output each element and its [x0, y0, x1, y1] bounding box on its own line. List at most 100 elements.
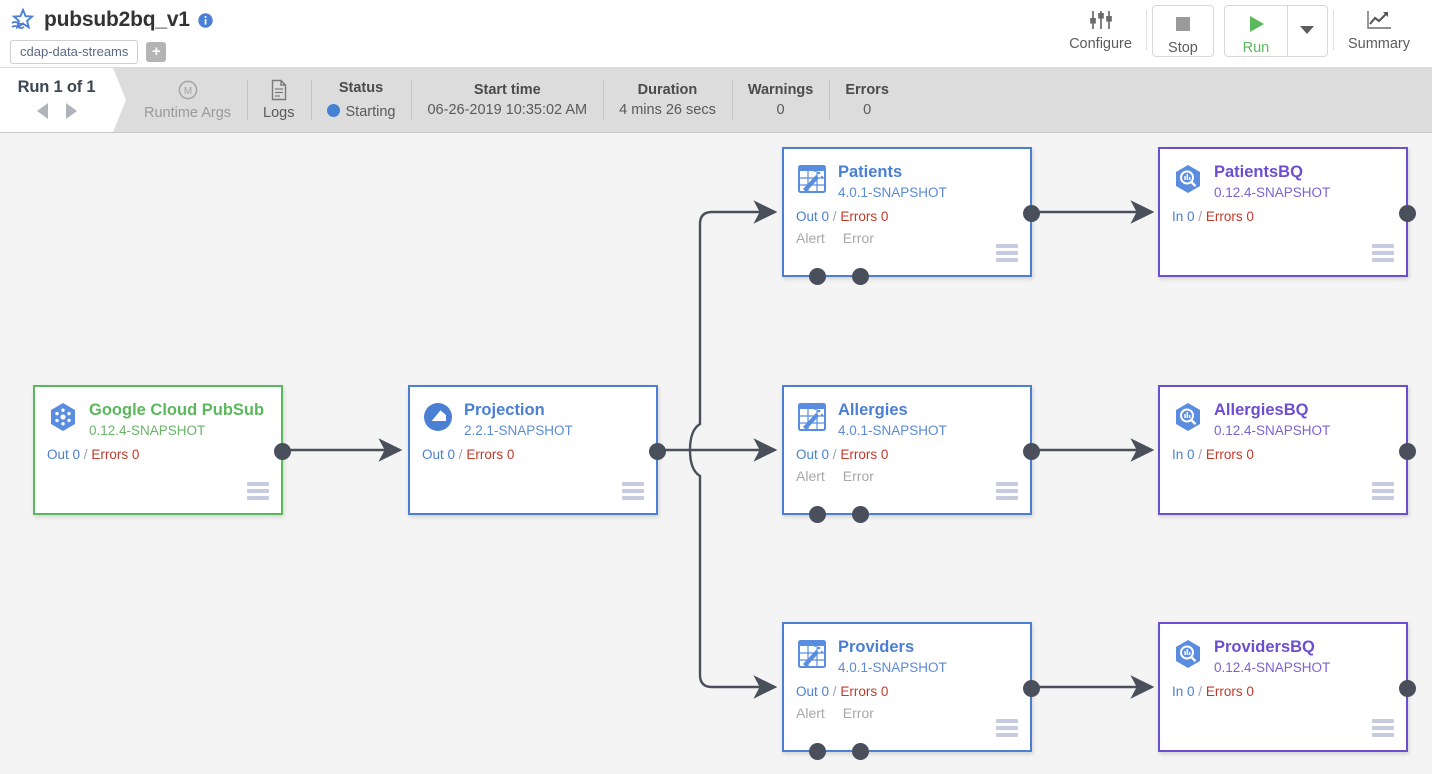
output-port[interactable]: [1023, 205, 1040, 222]
errors-title: Errors: [845, 82, 889, 98]
node-version: 0.12.4-SNAPSHOT: [1214, 423, 1331, 438]
macro-m-icon: M: [177, 79, 199, 101]
projection-icon: [422, 401, 454, 433]
stop-button[interactable]: Stop: [1151, 5, 1214, 57]
toolbar-divider-2: [1332, 10, 1334, 50]
node-port-labels: Alert Error: [784, 699, 1030, 721]
node-version: 4.0.1-SNAPSHOT: [838, 660, 947, 675]
output-port[interactable]: [1023, 680, 1040, 697]
node-menu-icon[interactable]: [247, 482, 269, 503]
node-google-cloud-pubsub[interactable]: Google Cloud PubSub 0.12.4-SNAPSHOT Out …: [33, 385, 291, 515]
run-dropdown-button[interactable]: [1286, 6, 1327, 56]
node-providers-bq[interactable]: ProvidersBQ 0.12.4-SNAPSHOT In 0 / Error…: [1158, 622, 1416, 752]
pipeline-tag[interactable]: cdap-data-streams: [10, 40, 139, 64]
configure-label: Configure: [1069, 36, 1132, 52]
node-menu-icon[interactable]: [1372, 244, 1394, 265]
alert-port[interactable]: [809, 268, 826, 285]
wrangler-icon: [796, 638, 828, 670]
node-menu-icon[interactable]: [1372, 719, 1394, 740]
node-header: PatientsBQ 0.12.4-SNAPSHOT: [1160, 149, 1406, 200]
metric-separator: /: [832, 684, 837, 699]
node-title: Providers: [838, 638, 915, 656]
node-texts: Patients 4.0.1-SNAPSHOT: [838, 163, 947, 200]
node-patients[interactable]: Patients 4.0.1-SNAPSHOT Out 0 / Errors 0…: [782, 147, 1040, 285]
output-port[interactable]: [1023, 443, 1040, 460]
node-port-labels: Alert Error: [784, 224, 1030, 246]
logs-button[interactable]: Logs: [247, 68, 310, 132]
node-menu-icon[interactable]: [996, 719, 1018, 740]
summary-label: Summary: [1347, 36, 1410, 52]
stop-square-icon: [1172, 12, 1194, 36]
metric-errors: Errors 0: [91, 447, 140, 462]
node-patients-bq[interactable]: PatientsBQ 0.12.4-SNAPSHOT In 0 / Errors…: [1158, 147, 1416, 277]
triangle-left-icon[interactable]: [36, 103, 48, 119]
node-metrics: Out 0 / Errors 0: [410, 438, 656, 462]
triangle-right-icon[interactable]: [65, 103, 77, 119]
error-port[interactable]: [852, 506, 869, 523]
metric-errors: Errors 0: [840, 209, 889, 224]
summary-button[interactable]: Summary: [1334, 2, 1424, 52]
node-texts: ProvidersBQ 0.12.4-SNAPSHOT: [1214, 638, 1330, 675]
start-time-title: Start time: [473, 82, 541, 98]
node-providers[interactable]: Providers 4.0.1-SNAPSHOT Out 0 / Errors …: [782, 622, 1040, 760]
chevron-down-icon: [1299, 22, 1315, 40]
node-title: Projection: [464, 401, 545, 419]
pipeline-title-row: pubsub2bq_v1: [10, 5, 213, 35]
duration-value: 4 mins 26 secs: [619, 102, 716, 118]
status-items: M Runtime Args Logs Status Starti: [128, 68, 905, 132]
metric-errors: Errors 0: [1205, 209, 1254, 224]
alert-port[interactable]: [809, 506, 826, 523]
metric-separator: /: [1198, 684, 1203, 699]
pipeline-canvas[interactable]: Google Cloud PubSub 0.12.4-SNAPSHOT Out …: [0, 134, 1432, 774]
run-count-label: Run 1 of 1: [17, 78, 96, 96]
runtime-args-button[interactable]: M Runtime Args: [128, 68, 247, 132]
node-title: Patients: [838, 163, 903, 181]
start-time-value: 06-26-2019 10:35:02 AM: [427, 102, 588, 118]
node-menu-icon[interactable]: [622, 482, 644, 503]
node-menu-icon[interactable]: [1372, 482, 1394, 503]
metric-separator: /: [458, 447, 463, 462]
output-port[interactable]: [1399, 205, 1416, 222]
error-port[interactable]: [852, 743, 869, 760]
run-selector-panel: Run 1 of 1: [0, 68, 126, 132]
status-title: Status: [338, 80, 384, 96]
run-label: Run: [1242, 40, 1270, 56]
node-menu-icon[interactable]: [996, 244, 1018, 265]
alert-port[interactable]: [809, 743, 826, 760]
runtime-args-label: Runtime Args: [144, 105, 232, 121]
node-port-labels: Alert Error: [784, 462, 1030, 484]
output-port[interactable]: [1399, 680, 1416, 697]
node-header: AllergiesBQ 0.12.4-SNAPSHOT: [1160, 387, 1406, 438]
node-header: Patients 4.0.1-SNAPSHOT: [784, 149, 1030, 200]
node-texts: Projection 2.2.1-SNAPSHOT: [464, 401, 573, 438]
node-header: Providers 4.0.1-SNAPSHOT: [784, 624, 1030, 675]
node-allergies-bq[interactable]: AllergiesBQ 0.12.4-SNAPSHOT In 0 / Error…: [1158, 385, 1416, 515]
alert-port-label: Alert: [796, 705, 825, 721]
node-header: ProvidersBQ 0.12.4-SNAPSHOT: [1160, 624, 1406, 675]
output-port[interactable]: [274, 443, 291, 460]
node-title: ProvidersBQ: [1214, 638, 1315, 656]
document-icon: [269, 79, 289, 101]
node-allergies[interactable]: Allergies 4.0.1-SNAPSHOT Out 0 / Errors …: [782, 385, 1040, 523]
metric-separator: /: [832, 209, 837, 224]
line-chart-icon: [1365, 8, 1393, 32]
pipeline-star-icon: [10, 7, 36, 33]
node-menu-icon[interactable]: [996, 482, 1018, 503]
add-tag-button[interactable]: +: [146, 42, 167, 62]
node-metrics: Out 0 / Errors 0: [784, 438, 1030, 462]
output-port[interactable]: [1399, 443, 1416, 460]
node-title: Google Cloud PubSub: [89, 401, 265, 419]
start-time-cell: Start time 06-26-2019 10:35:02 AM: [411, 68, 603, 132]
run-button[interactable]: Run: [1225, 6, 1287, 56]
output-port[interactable]: [649, 443, 666, 460]
info-icon[interactable]: [198, 12, 213, 28]
node-metrics: In 0 / Errors 0: [1160, 438, 1406, 462]
stop-label: Stop: [1168, 40, 1198, 56]
google-pubsub-icon: [47, 401, 79, 433]
run-button-group: Run: [1223, 5, 1328, 57]
node-projection[interactable]: Projection 2.2.1-SNAPSHOT Out 0 / Errors…: [408, 385, 666, 515]
metric-errors: Errors 0: [840, 684, 889, 699]
error-port[interactable]: [852, 268, 869, 285]
metric-separator: /: [1198, 447, 1203, 462]
configure-button[interactable]: Configure: [1055, 2, 1146, 52]
